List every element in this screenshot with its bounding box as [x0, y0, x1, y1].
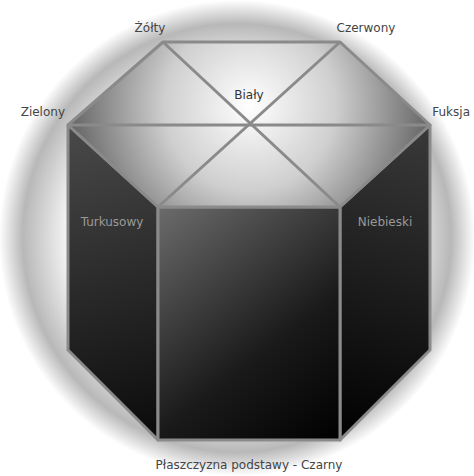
vertex-label: Fuksja: [432, 105, 470, 120]
vertex-label: Czerwony: [337, 21, 396, 36]
vertex-label: Zielony: [21, 105, 65, 120]
diagonal-line: [158, 42, 340, 207]
vertex-label: Żółty: [135, 21, 166, 36]
vertex-label: Biały: [234, 88, 263, 103]
front-face: [158, 207, 340, 440]
top-face: [68, 42, 430, 207]
base-caption: Płaszczyzna podstawy - Czarny: [156, 458, 343, 473]
vertex-label: Turkusowy: [81, 215, 144, 230]
vertex-label: Niebieski: [358, 215, 413, 230]
